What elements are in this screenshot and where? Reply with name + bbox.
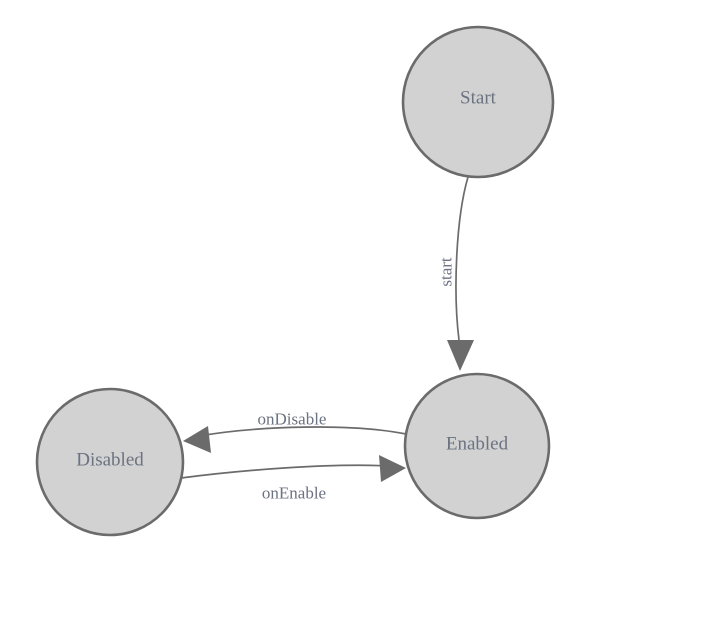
state-node-start[interactable]: Start [401, 25, 555, 179]
state-circle-start [401, 25, 555, 179]
arrowhead-into-disabled [183, 426, 211, 453]
state-node-disabled[interactable]: Disabled [35, 387, 185, 537]
state-label-enabled: Enabled [446, 434, 509, 455]
arrowhead-into-enabled-left [379, 455, 406, 482]
transition-start-to-enabled[interactable]: start [437, 176, 475, 371]
transition-label-onenable: onEnable [262, 484, 326, 503]
state-label-start: Start [460, 88, 497, 109]
arrowhead-into-enabled-top [447, 340, 474, 371]
transition-enabled-to-disabled[interactable]: onDisable [183, 410, 407, 454]
state-circle-enabled [403, 372, 551, 520]
state-circle-disabled [35, 387, 185, 537]
state-node-enabled[interactable]: Enabled [403, 372, 551, 520]
transition-path-start-to-enabled [455, 176, 469, 341]
transition-label-start: start [437, 257, 456, 287]
transition-label-ondisable: onDisable [258, 410, 327, 429]
transition-path-enabled-to-disabled [198, 426, 407, 437]
transition-disabled-to-enabled[interactable]: onEnable [180, 455, 406, 503]
state-label-disabled: Disabled [76, 450, 144, 471]
transition-path-disabled-to-enabled [180, 464, 390, 479]
